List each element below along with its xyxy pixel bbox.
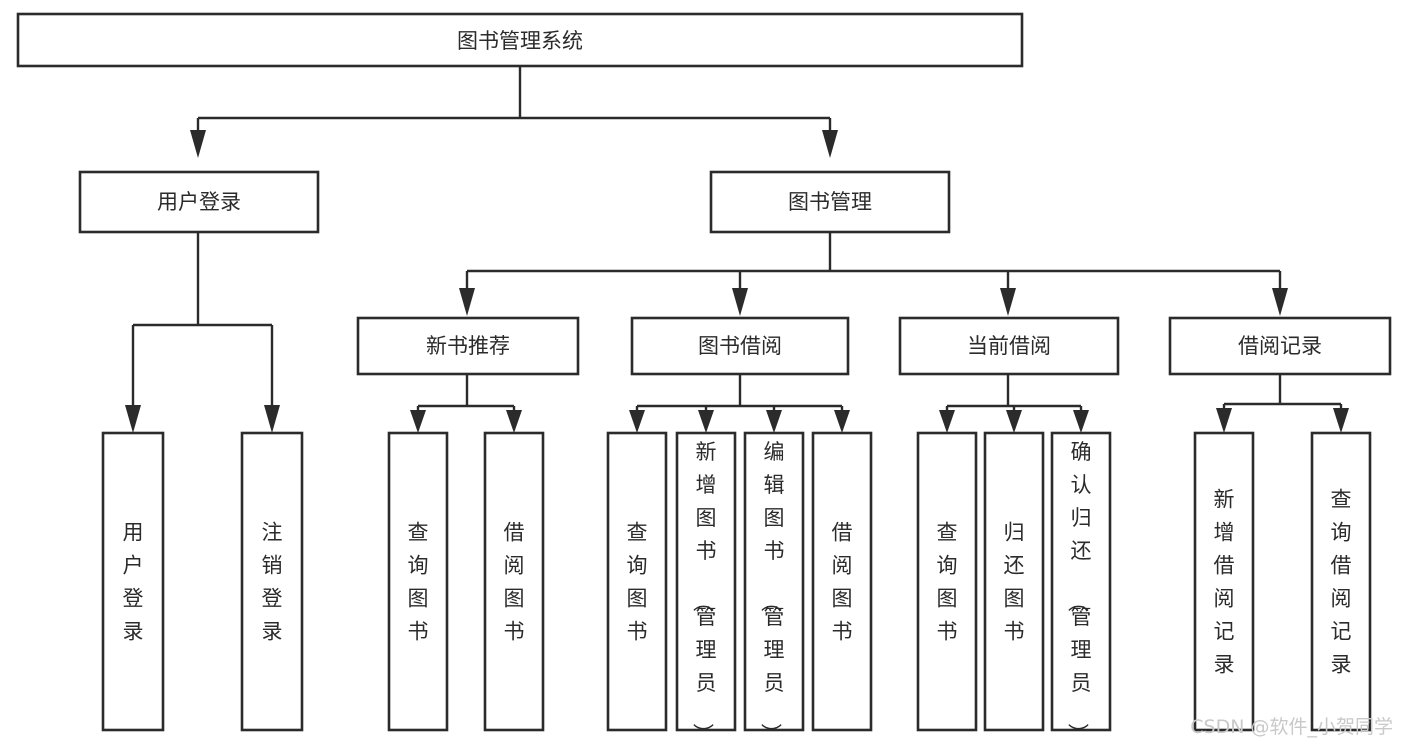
node-current-borrow-label: 当前借阅	[967, 334, 1051, 358]
node-current-borrow-box[interactable]	[898, 316, 1120, 376]
arrowhead-new-book-recommend	[459, 288, 475, 316]
node-borrow-record-box[interactable]	[1168, 316, 1392, 376]
node-new-book-recommend-label: 新书推荐	[426, 334, 510, 358]
connector-group-user-login	[125, 232, 280, 433]
node-root-box[interactable]	[16, 12, 1024, 68]
node-leaf-edit-book-box[interactable]	[743, 431, 805, 732]
connector-group-book-manage	[459, 232, 1288, 316]
node-leaf-add-record-label: 新增借阅记录	[1214, 487, 1235, 676]
node-leaf-add-book-label: 新增图书（管理员）	[691, 440, 717, 744]
arrowhead-leaf-return-book	[1006, 410, 1022, 433]
arrowhead-leaf-borrow-book-2	[834, 410, 850, 433]
arrowhead-leaf-edit-book	[766, 410, 782, 433]
node-borrow-record[interactable]: 借阅记录	[1168, 316, 1392, 376]
csdn-watermark: CSDN @软件_小贺同学	[1190, 716, 1393, 738]
arrowhead-leaf-confirm-return	[1073, 410, 1089, 433]
node-new-book-recommend[interactable]: 新书推荐	[356, 316, 580, 376]
node-leaf-logout[interactable]: 注销登录	[240, 431, 304, 732]
node-leaf-user-login-box[interactable]	[101, 431, 165, 732]
node-leaf-confirm-return[interactable]: 确认归还（管理员）	[1050, 431, 1112, 744]
node-user-login[interactable]: 用户登录	[78, 170, 320, 234]
node-book-borrow-box[interactable]	[630, 316, 850, 376]
node-leaf-query-book-3-box[interactable]	[916, 431, 978, 732]
node-leaf-return-book-label: 归还图书	[1004, 520, 1025, 643]
node-leaf-user-login-label: 用户登录	[123, 520, 144, 643]
node-current-borrow[interactable]: 当前借阅	[898, 316, 1120, 376]
node-leaf-logout-box[interactable]	[240, 431, 304, 732]
arrowhead-book-borrow	[732, 288, 748, 316]
node-leaf-borrow-book-2[interactable]: 借阅图书	[811, 431, 873, 732]
node-leaf-logout-label: 注销登录	[262, 520, 283, 643]
arrowhead-leaf-query-record	[1333, 408, 1349, 433]
node-leaf-borrow-book-2-label: 借阅图书	[832, 520, 853, 643]
node-leaf-query-book-2-label: 查询图书	[627, 520, 648, 643]
arrowhead-current-borrow	[1000, 288, 1016, 316]
node-book-borrow-label: 图书借阅	[698, 334, 782, 358]
node-leaf-borrow-book-1-label: 借阅图书	[504, 520, 525, 643]
node-leaf-borrow-book-1-box[interactable]	[483, 431, 545, 732]
node-leaf-user-login[interactable]: 用户登录	[101, 431, 165, 732]
node-user-login-box[interactable]	[78, 170, 320, 234]
node-leaf-return-book[interactable]: 归还图书	[983, 431, 1045, 732]
arrowhead-leaf-add-book	[698, 410, 714, 433]
node-leaf-edit-book-label: 编辑图书（管理员）	[759, 440, 785, 744]
node-leaf-query-book-1-box[interactable]	[387, 431, 449, 732]
arrowhead-leaf-logout	[264, 405, 280, 433]
arrowhead-leaf-query-book-1	[410, 410, 426, 433]
node-book-manage-box[interactable]	[709, 170, 951, 234]
connector-group-borrow-record	[1216, 374, 1349, 433]
node-leaf-add-book[interactable]: 新增图书（管理员）	[675, 431, 737, 744]
node-book-borrow[interactable]: 图书借阅	[630, 316, 850, 376]
node-leaf-confirm-return-label: 确认归还（管理员）	[1066, 440, 1092, 744]
node-leaf-add-record[interactable]: 新增借阅记录	[1193, 431, 1255, 732]
connector-group-current-borrow	[939, 374, 1089, 433]
arrowhead-leaf-borrow-book-1	[506, 410, 522, 433]
node-leaf-edit-book[interactable]: 编辑图书（管理员）	[743, 431, 805, 744]
connector-group-root	[190, 66, 838, 158]
node-leaf-query-book-1[interactable]: 查询图书	[387, 431, 449, 732]
arrowhead-leaf-query-book-3	[939, 410, 955, 433]
node-leaf-add-book-box[interactable]	[675, 431, 737, 732]
arrowhead-user-login	[190, 130, 206, 158]
node-leaf-confirm-return-box[interactable]	[1050, 431, 1112, 732]
node-leaf-query-book-2-box[interactable]	[606, 431, 668, 732]
node-leaf-query-record-label: 查询借阅记录	[1331, 487, 1352, 676]
node-leaf-add-record-box[interactable]	[1193, 431, 1255, 732]
node-leaf-query-record[interactable]: 查询借阅记录	[1310, 431, 1372, 732]
node-leaf-query-book-3[interactable]: 查询图书	[916, 431, 978, 732]
arrowhead-leaf-user-login	[125, 405, 141, 433]
connector-group-book-borrow	[629, 374, 850, 433]
arrowhead-leaf-add-record	[1216, 408, 1232, 433]
node-leaf-return-book-box[interactable]	[983, 431, 1045, 732]
node-leaf-query-book-2[interactable]: 查询图书	[606, 431, 668, 732]
arrowhead-leaf-query-book-2	[629, 410, 645, 433]
node-leaf-query-book-3-label: 查询图书	[937, 520, 958, 643]
node-leaf-borrow-book-2-box[interactable]	[811, 431, 873, 732]
node-new-book-recommend-box[interactable]	[356, 316, 580, 376]
arrowhead-borrow-record	[1272, 288, 1288, 316]
node-root[interactable]: 图书管理系统	[16, 12, 1024, 68]
connector-group-new-book-recommend	[410, 374, 522, 433]
node-book-manage-label: 图书管理	[788, 190, 872, 214]
arrowhead-book-manage	[822, 130, 838, 158]
node-book-manage[interactable]: 图书管理	[709, 170, 951, 234]
node-user-login-label: 用户登录	[157, 190, 241, 214]
node-borrow-record-label: 借阅记录	[1238, 334, 1322, 358]
node-root-label: 图书管理系统	[457, 29, 583, 53]
node-leaf-query-record-box[interactable]	[1310, 431, 1372, 732]
node-leaf-borrow-book-1[interactable]: 借阅图书	[483, 431, 545, 732]
node-leaf-query-book-1-label: 查询图书	[408, 520, 429, 643]
